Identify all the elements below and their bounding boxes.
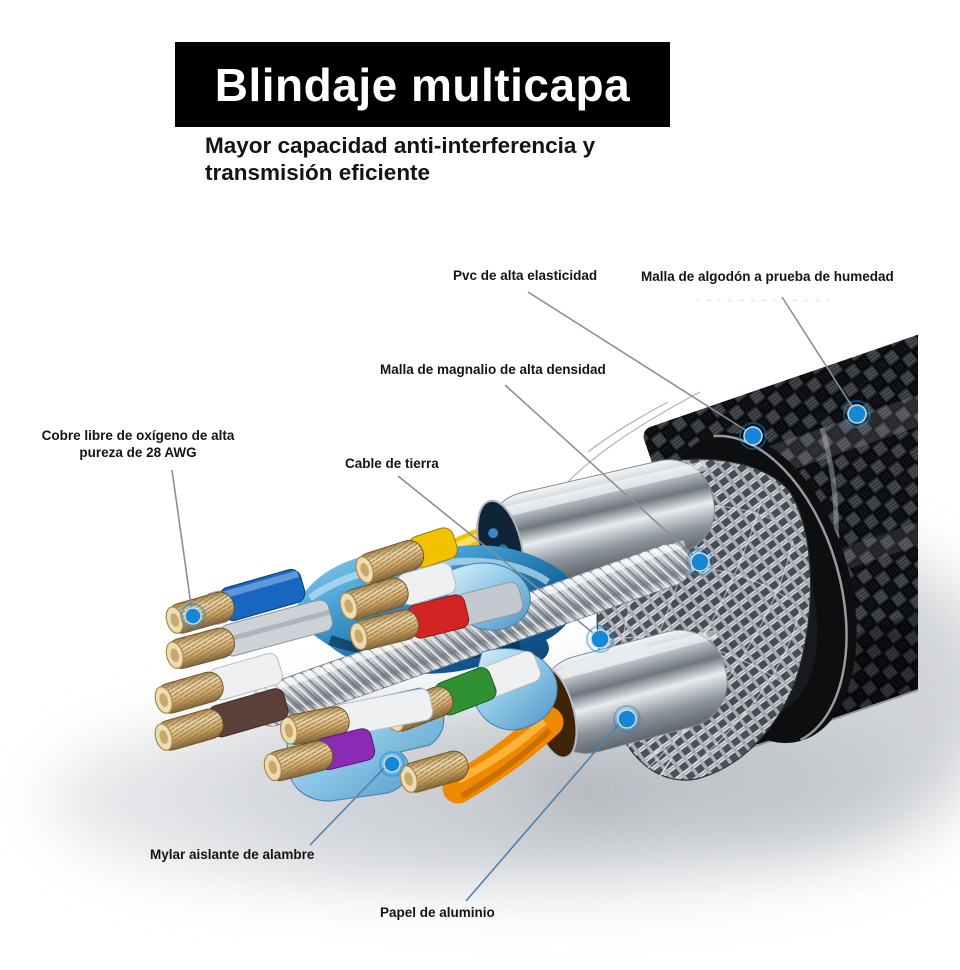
callout-line-cobre (171, 469, 193, 613)
marker-dot-magnalio (686, 548, 714, 576)
orange-wire (442, 706, 564, 804)
label-cobre-line-2: pureza de 28 AWG (79, 444, 197, 460)
wire-white-low (277, 688, 434, 748)
subtitle-line-2: transmisión eficiente (205, 160, 431, 186)
wire-silver (162, 599, 333, 673)
label-magnalio: Malla de magnalio de alta densidad (380, 362, 606, 377)
label-papel: Papel de aluminio (380, 905, 495, 920)
label-cobre-line-1: Cobre libre de oxígeno de alta (41, 428, 235, 443)
wire-white-left (151, 652, 283, 718)
marker-dot-papel (613, 705, 641, 733)
title-banner: Blindaje multicapa (175, 42, 670, 127)
callout-line-tierra (397, 475, 598, 637)
callout-line-pvc (527, 291, 751, 434)
label-tierra: Cable de tierra (345, 456, 439, 471)
callout-lines (171, 291, 856, 902)
marker-dot-tierra (586, 625, 614, 653)
callout-line-papel (465, 716, 626, 902)
label-pvc: Pvc de alta elasticidad (453, 268, 598, 283)
marker-dots (180, 400, 871, 777)
marker-dot-pvc (739, 422, 767, 450)
wire-white-mid (336, 562, 457, 624)
wire-purple (260, 728, 376, 785)
foil-tube-lower (529, 629, 728, 759)
marker-dot-mylar (379, 751, 405, 777)
subtitle-line-1: Mayor capacidad anti-interferencia y (205, 133, 596, 158)
label-cobre: Cobre libre de oxígeno de alta pureza de… (38, 428, 238, 462)
subtitle: Mayor capacidad anti-interferencia y tra… (205, 132, 725, 187)
label-mylar: Mylar aislante de alambre (150, 847, 315, 862)
wire-blue (162, 568, 306, 638)
wire-green (381, 650, 541, 736)
callout-line-algodon (781, 296, 856, 412)
marker-dot-algodon (843, 400, 871, 428)
wire-red (346, 581, 524, 654)
title-text: Blindaje multicapa (214, 58, 631, 111)
wire-yellow-tip (351, 527, 458, 588)
callout-line-magnalio (504, 384, 698, 560)
marker-dot-cobre (180, 603, 206, 629)
faded-watermark: · – · – – – – · · – – – · (697, 295, 833, 305)
callout-line-mylar (309, 761, 391, 846)
label-algodon: Malla de algodón a prueba de humedad (641, 269, 894, 284)
wire-brown (151, 688, 289, 755)
